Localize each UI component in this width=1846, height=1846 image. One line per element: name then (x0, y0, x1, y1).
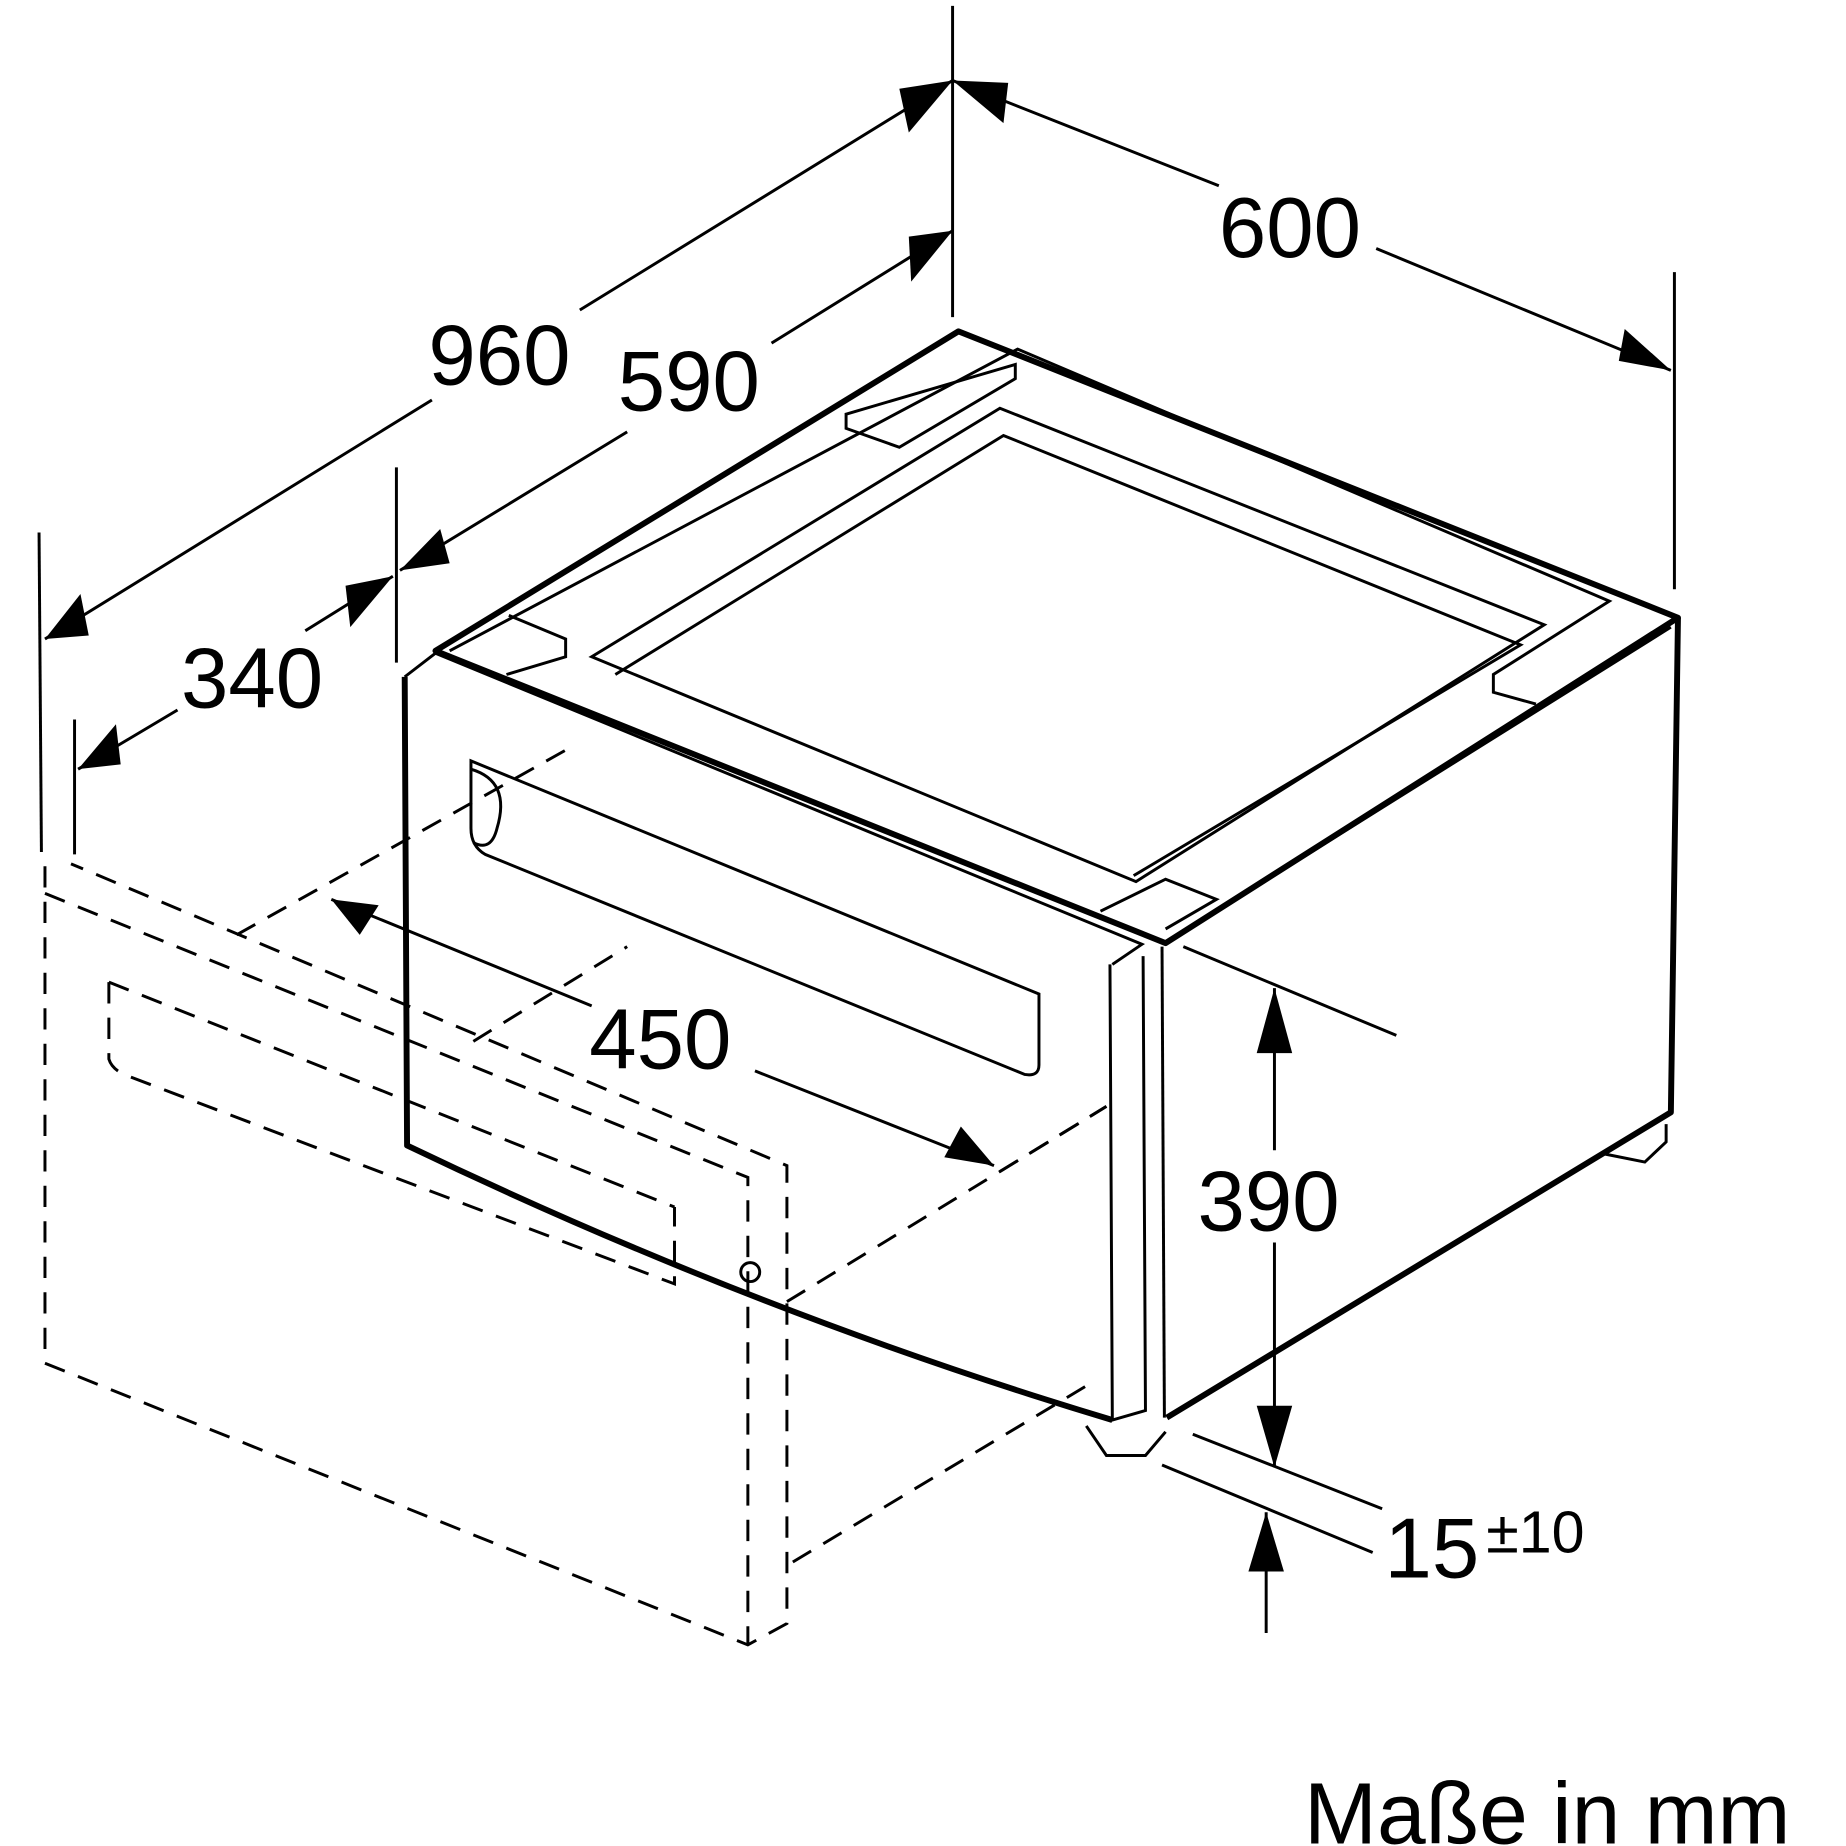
dim-height-390: 390 (1198, 1155, 1340, 1250)
dim-depth-590: 590 (618, 335, 760, 430)
dim-drawer-450: 450 (589, 993, 731, 1088)
dim-width-600: 600 (1219, 181, 1361, 276)
dim-depth-960: 960 (428, 309, 570, 404)
units-note: Maße in mm (1304, 1765, 1790, 1846)
dim-foot-tolerance: ±10 (1486, 1499, 1584, 1566)
dim-extension-340: 340 (181, 632, 323, 727)
pedestal-body (401, 328, 1681, 1457)
drawer-extended-dashed (43, 744, 1108, 1647)
dim-foot-15: 15 (1385, 1501, 1480, 1596)
dimension-lines (37, 5, 1676, 1633)
